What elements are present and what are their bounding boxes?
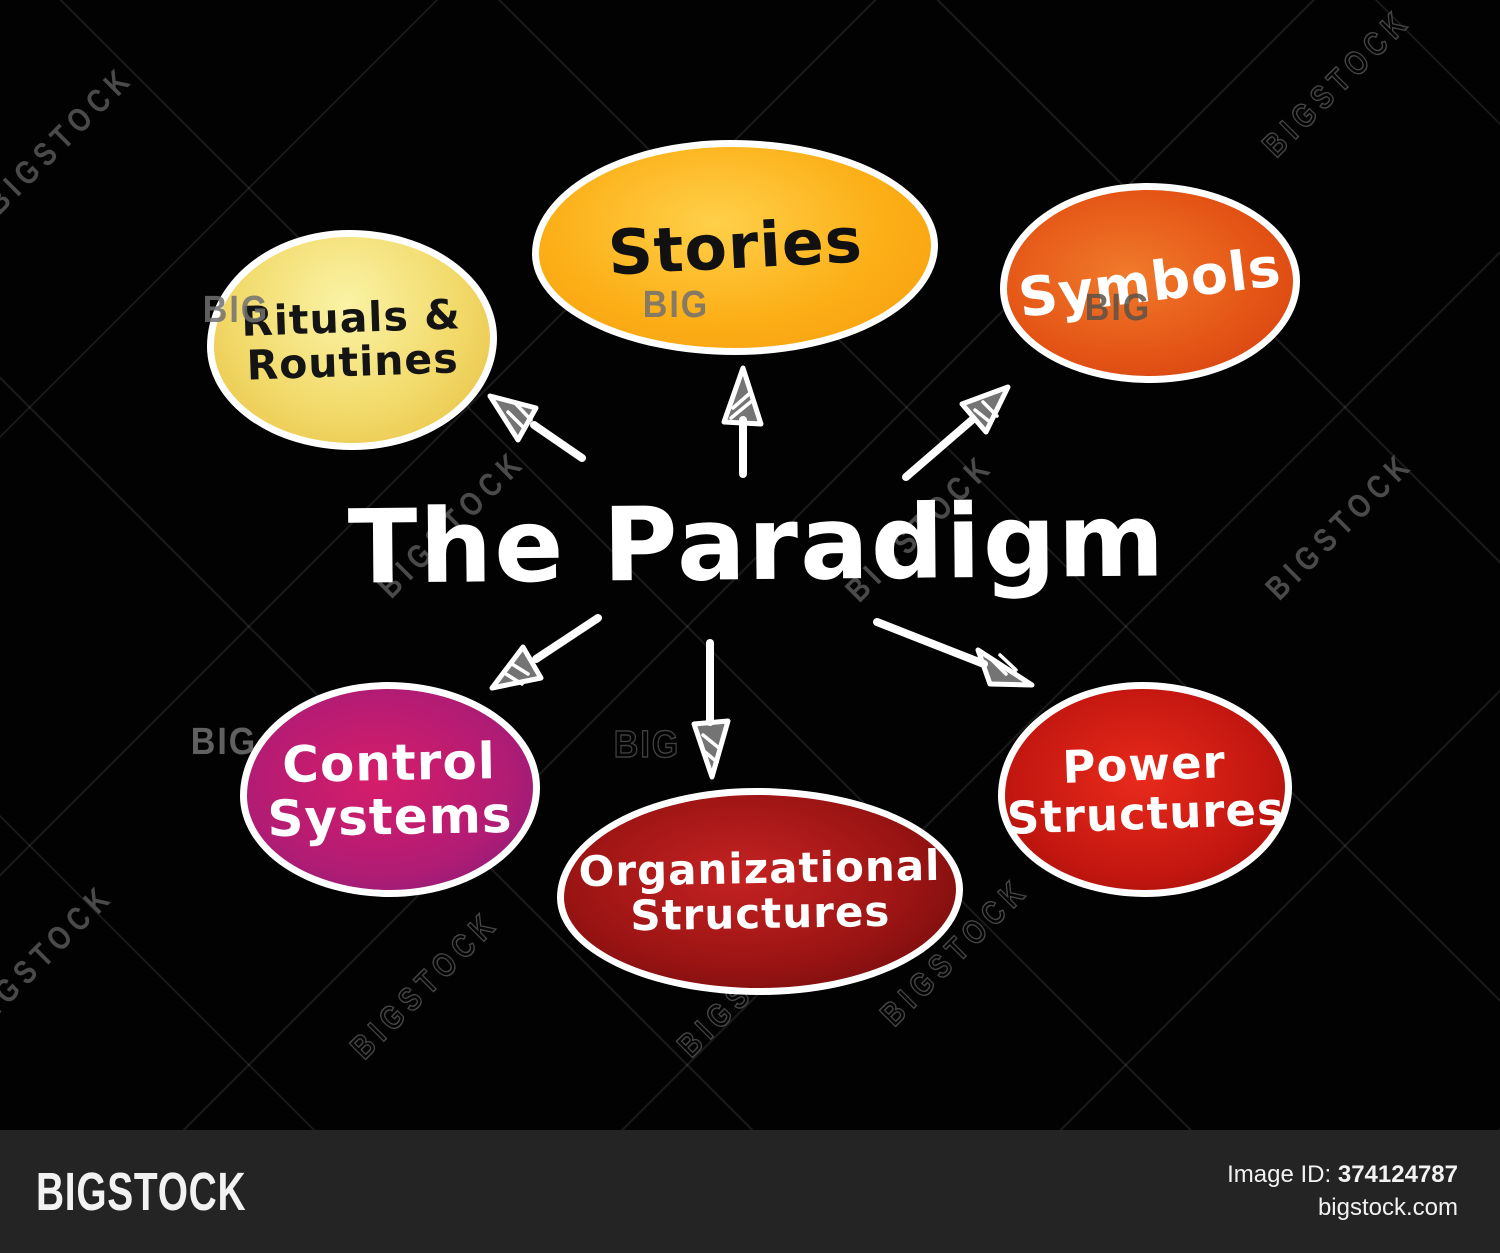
central-topic-title: The Paradigm (347, 481, 1167, 608)
arrow-to-organizational-structures (691, 639, 731, 780)
site-url: bigstock.com (1317, 1193, 1458, 1221)
arrow-to-power-structures (873, 618, 1035, 688)
arrow-to-stories (721, 365, 764, 478)
arrow-head-hatch (504, 662, 530, 686)
arrow-head-hatch (701, 733, 721, 764)
watermark-text: BIG (642, 283, 710, 326)
arrow-head-hatch (506, 402, 533, 429)
footer-credit-block: Image ID: 374124787 bigstock.com (1227, 1159, 1458, 1224)
bigstock-logo: BIGSTOCK (36, 1161, 247, 1222)
watermark-text: BIG (1084, 286, 1152, 329)
arrow-head-hatch (973, 400, 999, 424)
arrow-shaft (902, 416, 976, 481)
node-label: Rituals & Routines (240, 289, 462, 390)
arrow-shaft (530, 421, 586, 462)
arrow-head (721, 365, 764, 427)
node-organizational-structures: Organizational Structures (557, 788, 963, 995)
image-id-line: Image ID: 374124787 (1227, 1159, 1458, 1191)
arrow-shaft (532, 614, 602, 663)
arrow-to-rituals-routines (487, 393, 586, 462)
node-power-structures: Power Structures (998, 682, 1292, 897)
node-stories: Stories (532, 140, 938, 355)
node-label: Stories (605, 203, 865, 290)
watermark-text: BIG (202, 288, 270, 331)
arrow-head (959, 384, 1011, 435)
arrow-head-hatch (729, 392, 755, 420)
arrow-to-control-systems (489, 614, 602, 691)
arrow-head (691, 718, 731, 780)
arrow-head (975, 647, 1035, 688)
arrow-head-hatch (990, 653, 1018, 676)
node-label: Power Structures (1006, 735, 1286, 845)
image-id-value: 374124787 (1337, 1161, 1458, 1189)
node-symbols: Symbols (1000, 183, 1300, 383)
image-id-label: Image ID: (1227, 1161, 1332, 1189)
footer-bar: BIGSTOCK Image ID: 374124787 bigstock.co… (0, 1130, 1500, 1253)
watermark-text: BIG (190, 720, 258, 763)
node-label: Organizational Structures (578, 840, 941, 941)
arrow-to-symbols (902, 384, 1011, 481)
node-rituals-routines: Rituals & Routines (207, 230, 497, 450)
arrow-shaft (873, 618, 988, 668)
node-control-systems: Control Systems (240, 682, 540, 897)
node-label: Control Systems (267, 731, 514, 848)
watermark-text: BIG (613, 722, 681, 766)
